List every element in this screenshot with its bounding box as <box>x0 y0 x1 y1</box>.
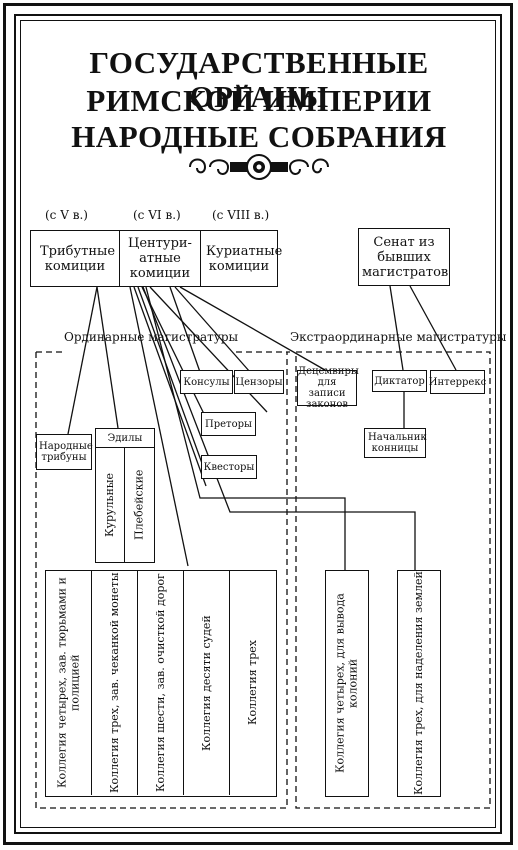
ordinary-colleges-group: Коллегия четырех, зав. тюрьмами и полици… <box>45 570 277 797</box>
curiate-comitia-label: Куриатные комиции <box>206 243 283 274</box>
college-four-prisons-label: Коллегия четырех, зав. тюрьмами и полици… <box>55 577 82 789</box>
decemvirs-box: Децемвиры для записи законов <box>297 366 359 410</box>
college-three-label: Коллегия трех <box>246 640 259 726</box>
college-six-roads-label: Коллегия шести, зав. очисткой дорог <box>154 573 167 793</box>
aediles-label: Эдилы <box>107 432 143 444</box>
quaestors-label: Квесторы <box>203 461 255 473</box>
tribute-since: (с V в.) <box>45 208 88 222</box>
curiate-comitia-box: Куриатные комиции <box>200 230 283 287</box>
senate-label: Сенат из бывших магистратов <box>362 234 449 280</box>
dictator-label: Диктатор <box>374 375 425 387</box>
college-three-land: Коллегия трех, для наделения землей <box>397 570 441 797</box>
consuls-box: Консулы <box>180 370 233 394</box>
master-of-horse-label: Начальник конницы <box>368 432 427 454</box>
title-line-1: ГОСУДАРСТВЕННЫЕ ОРГАНЫ <box>89 45 429 114</box>
interrex-label: Интеррекс <box>428 376 487 388</box>
master-of-horse-box: Начальник конницы <box>364 428 427 458</box>
interrex-box: Интеррекс <box>428 370 487 394</box>
curule-box: Курульные <box>95 447 125 563</box>
college-three: Коллегия трех <box>230 571 275 795</box>
tribute-comitia-label: Трибутные комиции <box>40 243 116 274</box>
tribunes-label: Народные трибуны <box>39 441 93 463</box>
curule-label: Курульные <box>103 472 116 537</box>
college-four-colonies: Коллегия четырех, для вывода колоний <box>325 570 369 797</box>
college-three-coinage: Коллегия трех, зав. чеканкой монеты <box>92 571 138 795</box>
praetors-label: Преторы <box>205 418 252 430</box>
college-ten-judges-label: Коллегия десяти судей <box>200 615 213 751</box>
college-three-coinage-label: Коллегия трех, зав. чеканкой монеты <box>108 572 121 794</box>
decemvirs-label: Децемвиры для записи законов <box>298 366 359 410</box>
censors-label: Цензоры <box>235 376 283 388</box>
extraordinary-section-label: Экстраординарные магистратуры <box>290 330 507 344</box>
censors-box: Цензоры <box>234 370 284 394</box>
college-three-land-label: Коллегия трех, для наделения землей <box>412 571 425 795</box>
centuriate-comitia-box: Центури-атные комиции <box>119 230 201 287</box>
outer-frame <box>3 3 513 845</box>
praetors-box: Преторы <box>201 412 256 436</box>
dictator-box: Диктатор <box>372 370 427 392</box>
ordinary-section-label: Ординарные магистратуры <box>64 330 239 344</box>
senate-box: Сенат из бывших магистратов <box>358 228 450 286</box>
curiate-since: (с VIII в.) <box>212 208 270 222</box>
college-four-colonies-label: Коллегия четырех, для вывода колоний <box>333 593 360 773</box>
quaestors-box: Квесторы <box>201 455 257 479</box>
tribute-comitia-box: Трибутные комиции <box>30 230 120 287</box>
frame-line <box>20 20 496 828</box>
college-four-prisons: Коллегия четырех, зав. тюрьмами и полици… <box>46 571 92 795</box>
consuls-label: Консулы <box>183 376 230 388</box>
title-line-3: НАРОДНЫЕ СОБРАНИЯ <box>71 119 447 154</box>
college-six-roads: Коллегия шести, зав. очисткой дорог <box>138 571 184 795</box>
ornament-icon <box>189 154 329 180</box>
aediles-box: Эдилы <box>95 428 155 448</box>
plebeian-box: Плебейские <box>124 447 155 563</box>
plebeian-label: Плебейские <box>132 469 146 540</box>
inner-frame <box>14 14 502 834</box>
centuriate-comitia-label: Центури-атные комиции <box>128 236 192 281</box>
title-line-2: РИМСКОЙ ИМПЕРИИ <box>86 83 432 118</box>
tribunes-box: Народные трибуны <box>36 434 93 470</box>
centuriate-since: (с VI в.) <box>133 208 181 222</box>
college-ten-judges: Коллегия десяти судей <box>184 571 230 795</box>
